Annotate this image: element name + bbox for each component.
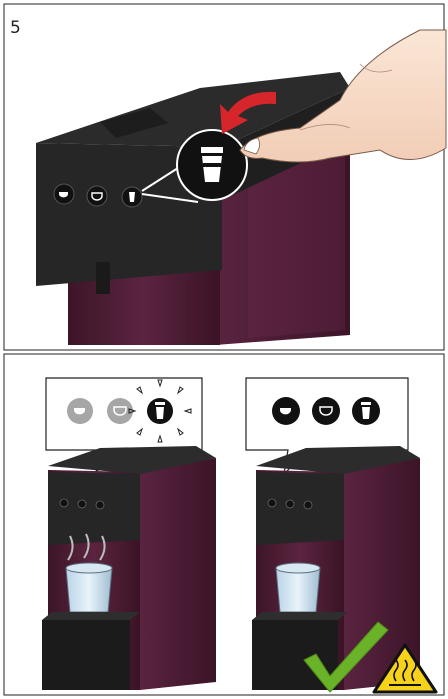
machine-body-side	[140, 458, 216, 690]
takeaway-cup	[276, 568, 320, 612]
brewing-scene	[42, 378, 216, 690]
coffee-button-on	[312, 397, 340, 425]
takeaway-cup	[66, 568, 112, 612]
drip-tray	[42, 620, 130, 690]
ready-scene	[246, 378, 436, 692]
takeaway-cup-icon	[129, 192, 135, 202]
machine-head	[256, 472, 344, 545]
machine-closeup	[36, 30, 446, 345]
coffee-outlet	[96, 262, 110, 294]
coffee-button	[87, 186, 107, 206]
machine-head	[48, 472, 140, 545]
